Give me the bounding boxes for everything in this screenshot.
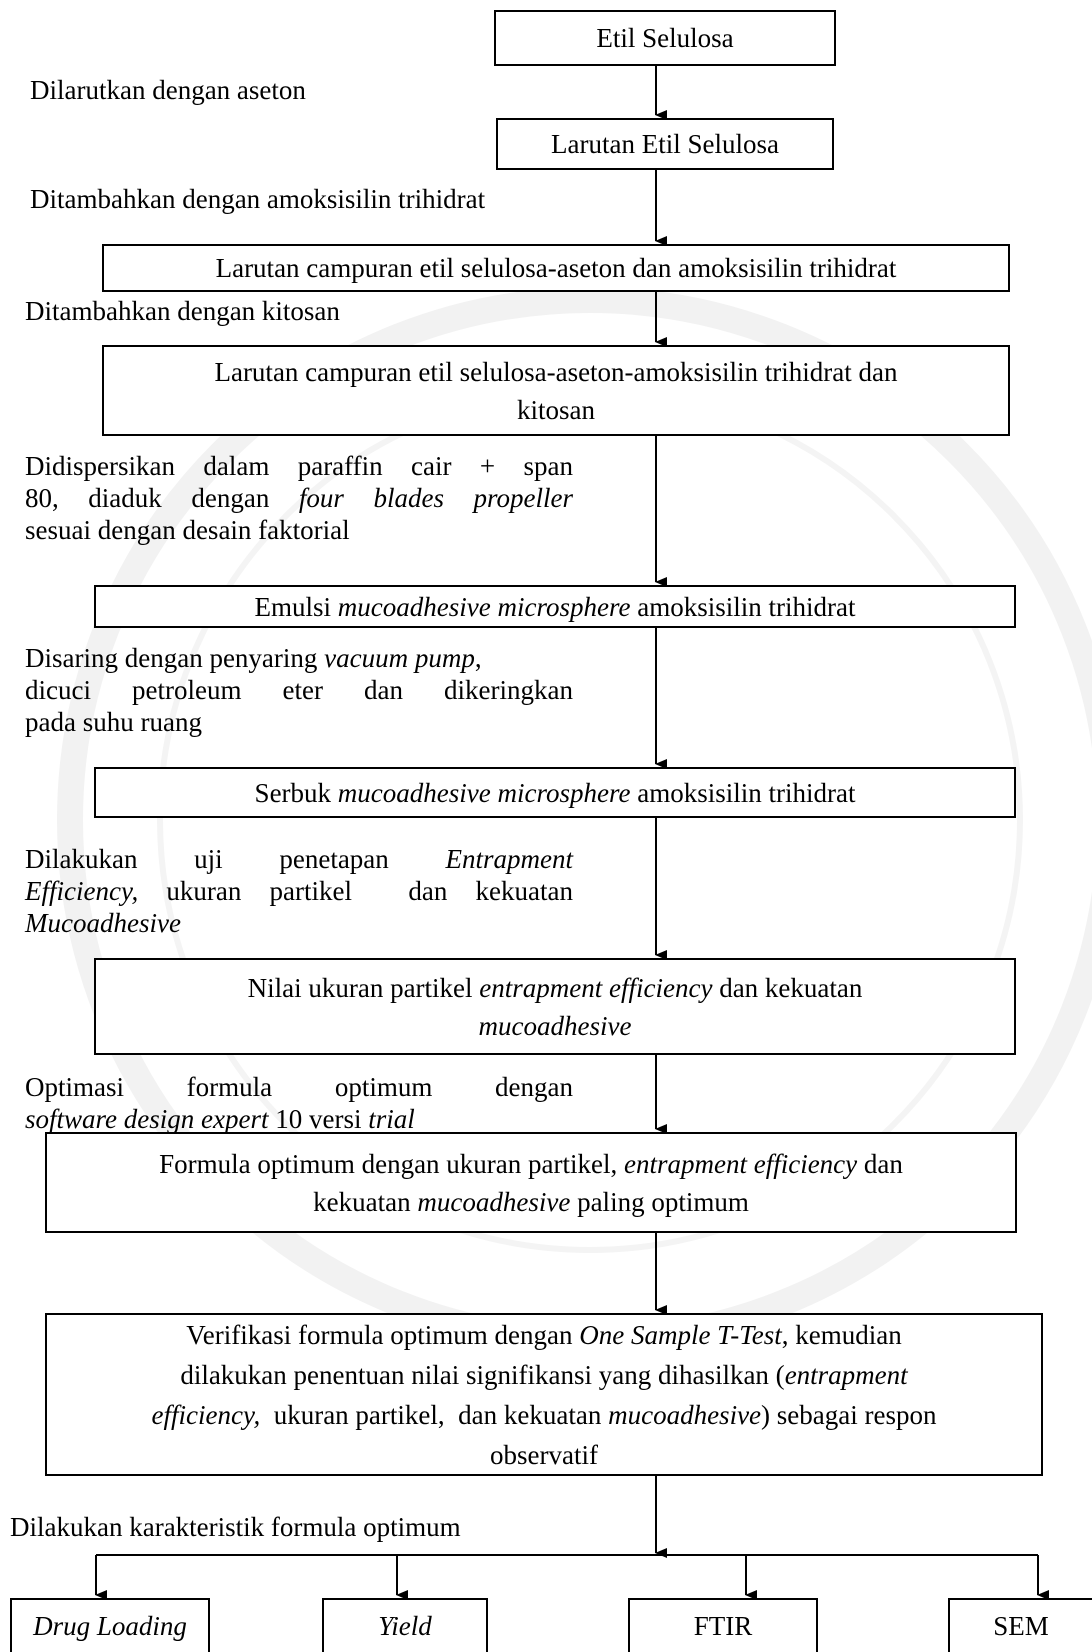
step-optimasi: Optimasi formula optimum dengan software… (25, 1072, 573, 1134)
step-didispersikan: Didispersikan dalam paraffin cair + span… (25, 451, 573, 545)
step-uji-penetapan: Dilakukan uji penetapan Entrapment Effic… (25, 844, 573, 938)
step-ditambahkan-amoksisilin: Ditambahkan dengan amoksisilin trihidrat (30, 184, 486, 214)
node-verifikasi: Verifikasi formula optimum dengan One Sa… (45, 1313, 1043, 1476)
node-yield: Yield (322, 1598, 488, 1652)
node-etil-selulosa: Etil Selulosa (494, 10, 836, 66)
node-larutan-etil-selulosa: Larutan Etil Selulosa (496, 118, 834, 170)
node-nilai: Nilai ukuran partikel entrapment efficie… (94, 958, 1016, 1055)
step-dilarutkan: Dilarutkan dengan aseton (30, 75, 306, 105)
node-emulsi: Emulsi mucoadhesive microsphere amoksisi… (94, 585, 1016, 628)
node-drug-loading: Drug Loading (10, 1598, 210, 1652)
node-larutan-campuran-1: Larutan campuran etil selulosa-aseton da… (102, 244, 1010, 292)
step-karakteristik: Dilakukan karakteristik formula optimum (10, 1512, 461, 1542)
node-larutan-campuran-2: Larutan campuran etil selulosa-aseton-am… (102, 345, 1010, 436)
node-serbuk: Serbuk mucoadhesive microsphere amoksisi… (94, 767, 1016, 818)
node-formula-optimum: Formula optimum dengan ukuran partikel, … (45, 1132, 1017, 1233)
node-sem: SEM (948, 1598, 1092, 1652)
step-ditambahkan-kitosan: Ditambahkan dengan kitosan (25, 296, 340, 326)
node-ftir: FTIR (628, 1598, 818, 1652)
step-disaring: Disaring dengan penyaring vacuum pump, d… (25, 643, 573, 737)
